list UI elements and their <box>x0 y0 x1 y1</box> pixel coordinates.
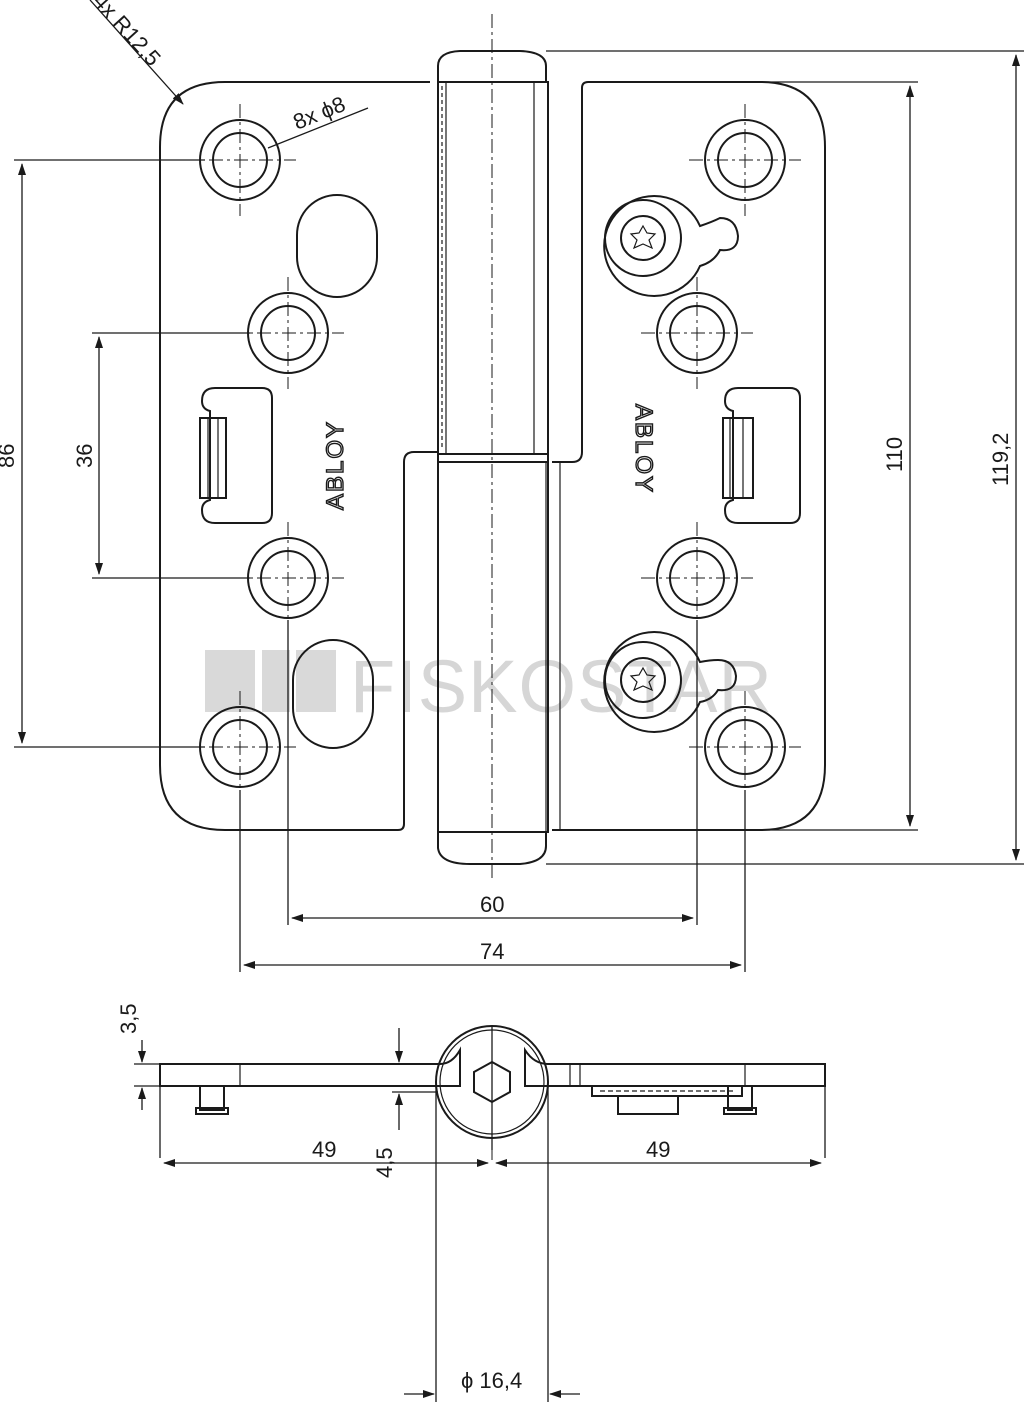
brand-left: ABLOY <box>322 420 349 510</box>
screw-hole <box>641 277 753 389</box>
hole-diameter-leader <box>267 107 369 149</box>
side-left-pin <box>199 1085 225 1111</box>
dimension-49-right-label: 49 <box>646 1137 670 1162</box>
dimension-60-label: 60 <box>480 892 504 917</box>
right-leaf-outline <box>552 81 826 831</box>
side-right-pin <box>727 1085 753 1111</box>
watermark-text: FISKOSTAR <box>350 645 773 728</box>
left-leaf-outline <box>159 81 438 831</box>
dimension-36-label: 36 <box>72 444 97 468</box>
adjustment-screw-upper <box>603 195 740 297</box>
dimension-74-label: 74 <box>480 939 504 964</box>
dimension-110-label: 110 <box>882 437 907 472</box>
screw-holes <box>184 104 801 803</box>
upper-knuckle <box>437 81 549 455</box>
dimension-45-label: 4,5 <box>372 1147 397 1178</box>
side-right-pin-base <box>723 1107 757 1115</box>
right-tab-cutout <box>722 387 801 524</box>
side-left-pin-base <box>195 1107 229 1115</box>
side-view: 49 49 3,5 4,5 ϕ 16,4 <box>116 1003 826 1402</box>
knuckle-bottom-cap <box>437 831 547 865</box>
adjustment-screw-lower <box>603 631 738 733</box>
dimension-86-label: 86 <box>0 444 19 468</box>
dimension-diameter-label: ϕ 16,4 <box>461 1368 522 1393</box>
corner-radius-label: 4x R12,5 <box>88 0 166 71</box>
oval-slot-upper <box>296 194 378 298</box>
side-right-screw-head <box>617 1095 679 1115</box>
screw-hole <box>689 691 801 803</box>
screw-hole <box>641 522 753 634</box>
brand-right: ABLOY <box>630 404 657 494</box>
watermark-logo-icon <box>205 650 336 712</box>
screw-hole <box>689 104 801 216</box>
dimension-49-left-label: 49 <box>312 1137 336 1162</box>
dimension-119-label: 119,2 <box>988 433 1013 486</box>
corner-radius-leader <box>89 0 184 105</box>
watermark: FISKOSTAR <box>205 645 773 728</box>
dimension-35-label: 3,5 <box>116 1003 141 1034</box>
front-view: ABLOY ABLOY 4x R12,5 8x ϕ8 86 36 110 119… <box>0 0 1024 972</box>
oval-slot-lower <box>292 639 374 749</box>
knuckle-joint <box>437 453 549 463</box>
knuckle-top-cap <box>437 50 547 83</box>
side-left-plate <box>159 1046 461 1087</box>
left-tab-cutout <box>199 387 273 524</box>
